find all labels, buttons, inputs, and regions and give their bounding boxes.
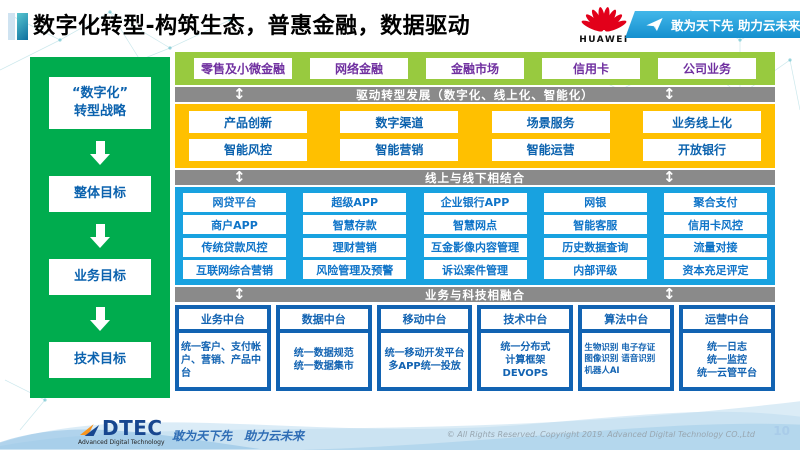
huawei-flower-icon	[581, 7, 627, 32]
channel-box: 互联网综合营销	[183, 260, 286, 280]
main-content: 零售及小微金融 网络金融 金融市场 信用卡 公司业务 ↕ 驱动转型发展（数字化、…	[175, 52, 775, 391]
strategy-pillar-box: 业务目标	[49, 259, 151, 295]
dtec-wordmark: DTEC	[101, 416, 163, 440]
channel-box: 理财营销	[303, 237, 407, 257]
section-bar-label: 业务与科技相融合	[425, 287, 525, 302]
business-lines-row: 零售及小微金融 网络金融 金融市场 信用卡 公司业务	[175, 52, 775, 85]
down-arrow-icon	[90, 306, 110, 331]
platform-section: 业务中台 统一客户、支付帐户、营销、产品中台 数据中台 统一数据规范 统一数据集…	[175, 305, 775, 391]
channel-box: 历史数据查询	[543, 237, 647, 257]
footer-slogan: 敢为天下先 助力云未来	[172, 429, 305, 443]
platform-header: 运营中台	[683, 309, 771, 329]
dtec-logo: DTEC Advanced Digital Technology	[78, 418, 165, 446]
enablers-row: 产品创新 数字渠道 场景服务 业务线上化	[189, 111, 761, 134]
business-line-box: 金融市场	[426, 58, 524, 79]
platform-column: 数据中台 统一数据规范 统一数据集市	[275, 305, 372, 391]
channel-box: 商户APP	[183, 215, 286, 235]
platform-body: 统一分布式 计算框架DEVOPS	[481, 333, 570, 387]
enabler-box: 智能风控	[189, 138, 307, 161]
platform-body: 统一客户、支付帐户、营销、产品中台	[179, 333, 267, 387]
updown-arrow-icon: ↕	[663, 168, 677, 186]
updown-arrow-icon: ↕	[663, 85, 677, 103]
platform-column: 运营中台 统一日志 统一监控 统一云管平台	[679, 305, 775, 391]
channel-box: 内部评级	[543, 260, 647, 280]
down-arrow-icon	[90, 140, 110, 165]
channel-box: 传统贷款风控	[183, 237, 286, 257]
platform-body: 统一移动开发平台 多APP统一投放	[380, 333, 469, 387]
platform-header: 业务中台	[179, 309, 267, 329]
channels-row: 商户APP 智慧存款 智慧网点 智能客服 信用卡风控	[183, 215, 767, 235]
channel-box: 诉讼案件管理	[423, 260, 527, 280]
channel-box: 企业银行APP	[423, 192, 527, 212]
platform-body: 生物识别 电子存证 图像识别 语音识别 机器人AI	[582, 333, 671, 387]
enabler-box: 开放银行	[642, 138, 761, 161]
platform-column: 算法中台 生物识别 电子存证 图像识别 语音识别 机器人AI	[578, 305, 675, 391]
section-bar-drive-transform: ↕ 驱动转型发展（数字化、线上化、智能化） ↕	[175, 85, 775, 103]
huawei-logo: HUAWEI	[578, 3, 630, 45]
section-bar-label: 驱动转型发展（数字化、线上化、智能化）	[356, 87, 594, 102]
platform-header: 移动中台	[380, 309, 469, 329]
paper-plane-icon	[646, 18, 663, 31]
channel-box: 超级APP	[303, 192, 407, 212]
channel-box: 资本充足评定	[664, 260, 767, 280]
platform-body: 统一日志 统一监控 统一云管平台	[683, 333, 771, 387]
enabler-box: 智能运营	[491, 138, 610, 161]
enablers-section: 产品创新 数字渠道 场景服务 业务线上化 智能风控 智能营销 智能运营 开放银行	[175, 104, 775, 168]
enabler-box: 业务线上化	[642, 111, 761, 134]
strategy-panel: “数字化” 转型战略 整体目标 业务目标 技术目标	[30, 57, 170, 398]
channel-box: 智能客服	[543, 215, 647, 235]
copyright-text: © All Rights Reserved. Copyright 2019. A…	[446, 430, 755, 439]
channel-box: 智慧网点	[423, 215, 527, 235]
business-line-box: 信用卡	[542, 58, 640, 79]
slogan-banner-content: 敢为天下先 助力云未来	[646, 15, 800, 34]
channel-box: 流量对接	[664, 237, 767, 257]
huawei-wordmark: HUAWEI	[579, 35, 629, 45]
platform-body: 统一数据规范 统一数据集市	[279, 333, 368, 387]
platform-column: 技术中台 统一分布式 计算框架DEVOPS	[477, 305, 574, 391]
platform-column: 移动中台 统一移动开发平台 多APP统一投放	[376, 305, 473, 391]
channels-row: 网贷平台 超级APP 企业银行APP 网银 聚合支付	[183, 192, 767, 212]
down-arrow-icon	[90, 223, 110, 248]
platform-header: 技术中台	[481, 309, 570, 329]
page-title: 数字化转型-构筑生态，普惠金融，数据驱动	[33, 14, 471, 39]
dtec-arrow-icon	[79, 424, 100, 436]
enabler-box: 数字渠道	[340, 111, 459, 134]
strategy-pillar-box: 整体目标	[49, 176, 151, 212]
channel-box: 智慧存款	[303, 215, 407, 235]
banner-slogan-text: 敢为天下先 助力云未来	[671, 18, 800, 33]
updown-arrow-icon: ↕	[233, 285, 247, 303]
dtec-subtext: Advanced Digital Technology	[78, 439, 165, 446]
page-number: 10	[773, 424, 790, 438]
updown-arrow-icon: ↕	[663, 285, 677, 303]
updown-arrow-icon: ↕	[233, 85, 247, 103]
strategy-pillar-box: 技术目标	[49, 342, 151, 378]
platform-header: 数据中台	[279, 309, 368, 329]
enabler-box: 智能营销	[340, 138, 459, 161]
channel-box: 网银	[543, 192, 647, 212]
section-bar-biz-tech-fusion: ↕ 业务与科技相融合 ↕	[175, 285, 775, 303]
strategy-pillar-box: “数字化” 转型战略	[49, 77, 151, 129]
title-accent-bar	[17, 13, 28, 40]
channel-box: 网贷平台	[183, 192, 286, 212]
enablers-row: 智能风控 智能营销 智能运营 开放银行	[189, 138, 761, 161]
channel-box: 互金影像内容管理	[423, 237, 527, 257]
section-bar-online-offline: ↕ 线上与线下相结合 ↕	[175, 168, 775, 186]
channel-box: 聚合支付	[664, 192, 767, 212]
channels-row: 互联网综合营销 风险管理及预警 诉讼案件管理 内部评级 资本充足评定	[183, 260, 767, 280]
channel-box: 信用卡风控	[664, 215, 767, 235]
platform-column: 业务中台 统一客户、支付帐户、营销、产品中台	[175, 305, 271, 391]
channel-box: 风险管理及预警	[303, 260, 407, 280]
section-bar-label: 线上与线下相结合	[425, 170, 525, 185]
enabler-box: 产品创新	[189, 111, 307, 134]
business-line-box: 公司业务	[658, 58, 756, 79]
business-line-box: 网络金融	[310, 58, 408, 79]
title-accent-bar-light	[8, 13, 15, 40]
channels-section: 网贷平台 超级APP 企业银行APP 网银 聚合支付 商户APP 智慧存款 智慧…	[175, 187, 775, 285]
updown-arrow-icon: ↕	[233, 168, 247, 186]
channels-row: 传统贷款风控 理财营销 互金影像内容管理 历史数据查询 流量对接	[183, 237, 767, 257]
platform-header: 算法中台	[582, 309, 671, 329]
business-line-box: 零售及小微金融	[194, 58, 292, 79]
enabler-box: 场景服务	[491, 111, 610, 134]
